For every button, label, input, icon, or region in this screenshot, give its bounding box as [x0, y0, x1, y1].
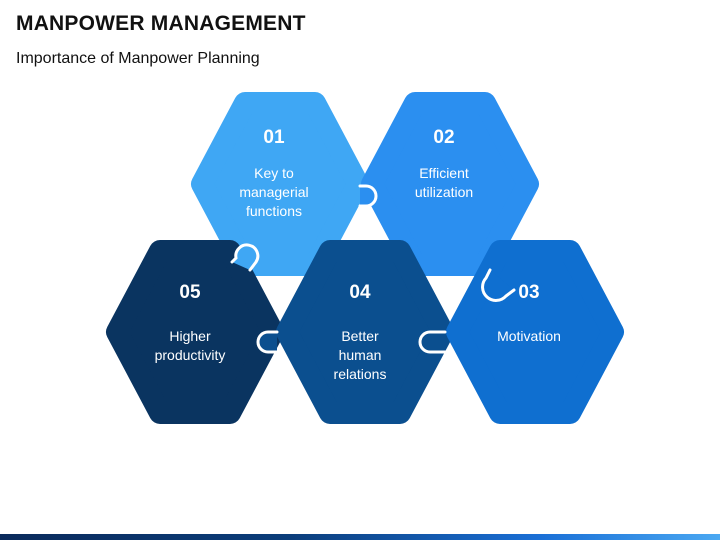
page-title: MANPOWER MANAGEMENT [16, 12, 306, 35]
connector-01-05 [230, 243, 260, 272]
hexagon-02-label-line-2: utilization [415, 184, 473, 200]
hexagon-05-shape [106, 240, 284, 424]
hexagon-01-label-line-1: Key to [254, 165, 294, 181]
page-subtitle: Importance of Manpower Planning [16, 50, 260, 67]
hexagon-04-label-line-1: Better [341, 328, 379, 344]
connector-01-02 [358, 184, 378, 208]
hexagon-02-number: 02 [433, 127, 454, 148]
puzzle-connectors [230, 184, 516, 354]
hexagon-02-label-line-1: Efficient [419, 165, 469, 181]
hexagon-05: 05 Higher productivity [106, 240, 284, 424]
bottom-accent-bar [0, 534, 720, 540]
hexagon-04-label-line-2: human [339, 347, 382, 363]
hexagon-01-number: 01 [263, 127, 285, 148]
hexagon-05-number: 05 [179, 282, 201, 303]
connector-05-04 [256, 330, 279, 354]
hexagon-04-shape [276, 240, 454, 424]
hexagon-04: 04 Better human relations [276, 240, 454, 424]
connector-02-03 [481, 268, 516, 302]
hexagon-03-label-line-1: Motivation [497, 328, 561, 344]
hexagon-03: 03 Motivation [446, 240, 624, 424]
hexagon-05-label-line-2: productivity [155, 347, 226, 363]
hexagon-04-label-line-3: relations [334, 366, 387, 382]
hexagon-04-number: 04 [349, 282, 371, 303]
hexagon-01-label-line-3: functions [246, 203, 302, 219]
hexagon-01-label-line-2: managerial [239, 184, 308, 200]
connector-04-03 [418, 330, 447, 354]
hexagon-03-number: 03 [518, 282, 539, 303]
hexagon-05-label-line-1: Higher [169, 328, 211, 344]
